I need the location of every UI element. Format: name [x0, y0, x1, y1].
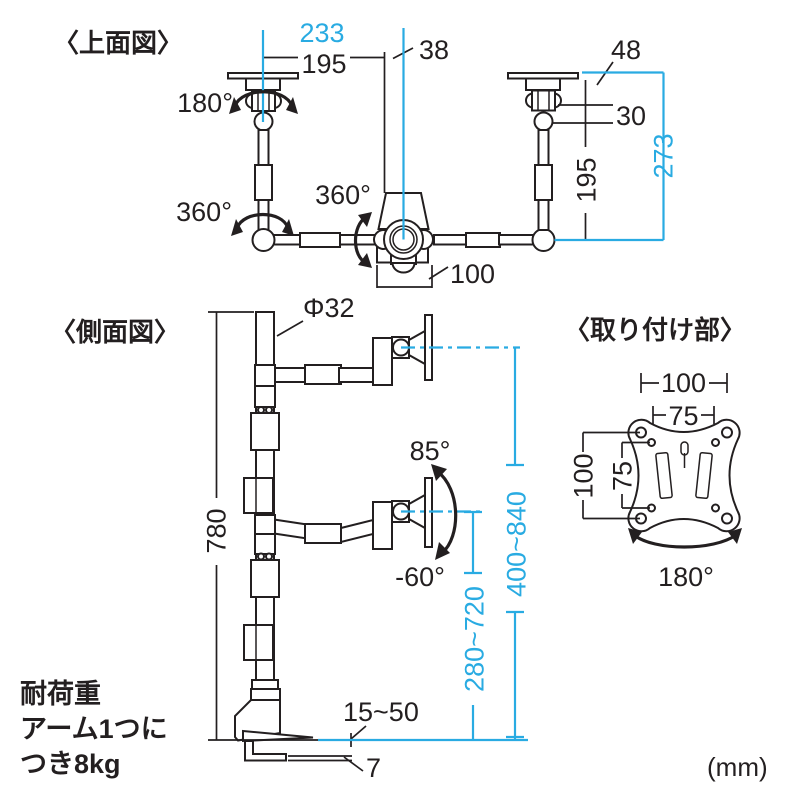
top-view-arm-links: [251, 228, 556, 252]
top-view-blue-lines: [261, 28, 665, 242]
dim-7: 7: [366, 753, 381, 783]
dim-38: 38: [419, 35, 449, 65]
side-view-blue-lines: [318, 346, 528, 742]
dim-273: 273: [648, 133, 678, 178]
angle-180-top: 180°: [177, 88, 233, 118]
mount-view-title: 〈取り付け部〉: [564, 315, 746, 345]
angle-minus-60: -60°: [395, 562, 445, 592]
dim-233: 233: [299, 18, 344, 48]
mount-view: 〈取り付け部〉 100 75 100 75 180°: [564, 315, 746, 592]
angle-360-left: 360°: [176, 197, 232, 227]
rotation-arrow-360-center: [353, 212, 372, 268]
angle-180-mount: 180°: [658, 562, 714, 592]
dim-75-left: 75: [607, 461, 637, 491]
dim-15-50: 15~50: [343, 697, 419, 727]
dim-48: 48: [611, 35, 641, 65]
unit-note: (mm): [707, 752, 768, 782]
left-slot: [655, 451, 673, 500]
rotation-arrow-180-mount: [628, 528, 742, 549]
dim-100-left: 100: [568, 453, 598, 498]
load-note-line3: つき8kg: [20, 749, 121, 779]
angle-85: 85°: [410, 436, 451, 466]
top-view-dimension-lines: [264, 47, 614, 288]
angle-360-center: 360°: [315, 180, 371, 210]
dim-100-top: 100: [661, 368, 706, 398]
right-slot: [695, 451, 713, 500]
dim-195-vertical: 195: [571, 157, 601, 202]
top-view-title: 〈上面図〉: [53, 28, 183, 58]
dim-30: 30: [616, 101, 646, 131]
dim-195-horizontal: 195: [301, 49, 346, 79]
load-note: 耐荷重 アーム1つに つき8kg: [20, 679, 168, 779]
support-pole: [243, 311, 280, 690]
lower-arm: [273, 477, 433, 550]
side-view-title: 〈側面図〉: [50, 317, 180, 347]
top-view: 〈上面図〉 233 195 38 48 30 180° 360° 360° 19…: [53, 18, 678, 289]
dim-phi32: Φ32: [303, 293, 355, 323]
dim-280-720: 280~720: [459, 586, 489, 692]
side-view: 〈側面図〉 Φ32 780 85° -60° 400~840 280~720 1…: [50, 293, 531, 783]
vesa-plate: [627, 418, 741, 533]
load-note-line2: アーム1つに: [20, 714, 168, 744]
dim-100-clamp: 100: [450, 259, 495, 289]
dim-400-840: 400~840: [501, 491, 531, 597]
desk-clamp: [234, 688, 352, 762]
rotation-arrow-360-left: [231, 213, 294, 236]
rotation-arrow-180: [229, 90, 298, 114]
dim-780: 780: [201, 508, 231, 553]
mount-view-dimension-lines: [582, 373, 728, 520]
load-note-line1: 耐荷重: [20, 679, 101, 709]
tilt-arrow: [431, 464, 458, 560]
upper-arm: [273, 314, 433, 386]
right-monitor-mount: [507, 72, 579, 231]
dim-75-top: 75: [668, 401, 698, 431]
